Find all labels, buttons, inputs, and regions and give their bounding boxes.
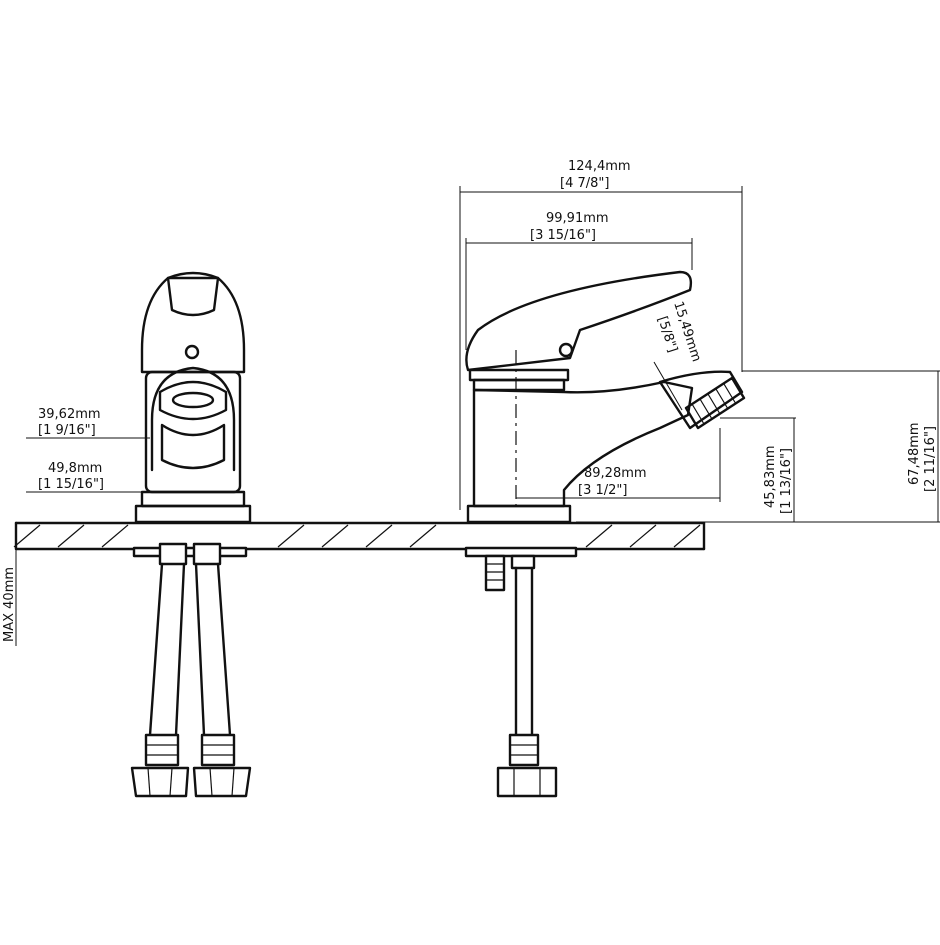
countertop-hatch-line (585, 524, 613, 548)
body-width-metric: 39,62mm (38, 407, 101, 422)
max-deck-thickness-label: MAX 40mm (2, 567, 17, 642)
countertop-hatch-line (321, 524, 349, 548)
spout-reach-metric: 99,91mm (546, 211, 609, 226)
countertop-hatch-line (277, 524, 305, 548)
body-height-metric: 67,48mm (907, 422, 922, 485)
faucet-front-view (130, 271, 252, 798)
outlet-diameter-metric: 15,49mm (670, 300, 704, 364)
countertop-hatch-line (629, 524, 657, 548)
spout-projection-imperial: [3 1/2"] (578, 483, 627, 498)
faucet-side-view (464, 270, 746, 798)
spout-reach-imperial: [3 15/16"] (530, 228, 596, 243)
overall-length-metric: 124,4mm (568, 159, 631, 174)
base-width-imperial: [1 15/16"] (38, 477, 104, 492)
side-view-dimensions: 124,4mm [4 7/8"] 99,91mm [3 15/16"] 15,4… (459, 159, 940, 523)
body-height-imperial: [2 11/16"] (923, 426, 938, 492)
countertop (13, 521, 706, 551)
countertop-hatch-line (57, 524, 85, 548)
base-width-metric: 49,8mm (48, 461, 102, 476)
overall-length-imperial: [4 7/8"] (560, 176, 609, 191)
body-width-imperial: [1 9/16"] (38, 423, 96, 438)
outlet-height-metric: 45,83mm (763, 445, 778, 508)
countertop-hatch-line (365, 524, 393, 548)
countertop-hatch-line (101, 524, 129, 548)
countertop-hatch-line (673, 524, 701, 548)
countertop-hatch-line (13, 524, 41, 548)
outlet-height-imperial: [1 13/16"] (779, 448, 794, 514)
countertop-hatch-line (409, 524, 437, 548)
spout-projection-metric: 89,28mm (584, 466, 647, 481)
front-view-dimensions: 39,62mm [1 9/16"] 49,8mm [1 15/16"] MAX … (2, 407, 150, 646)
